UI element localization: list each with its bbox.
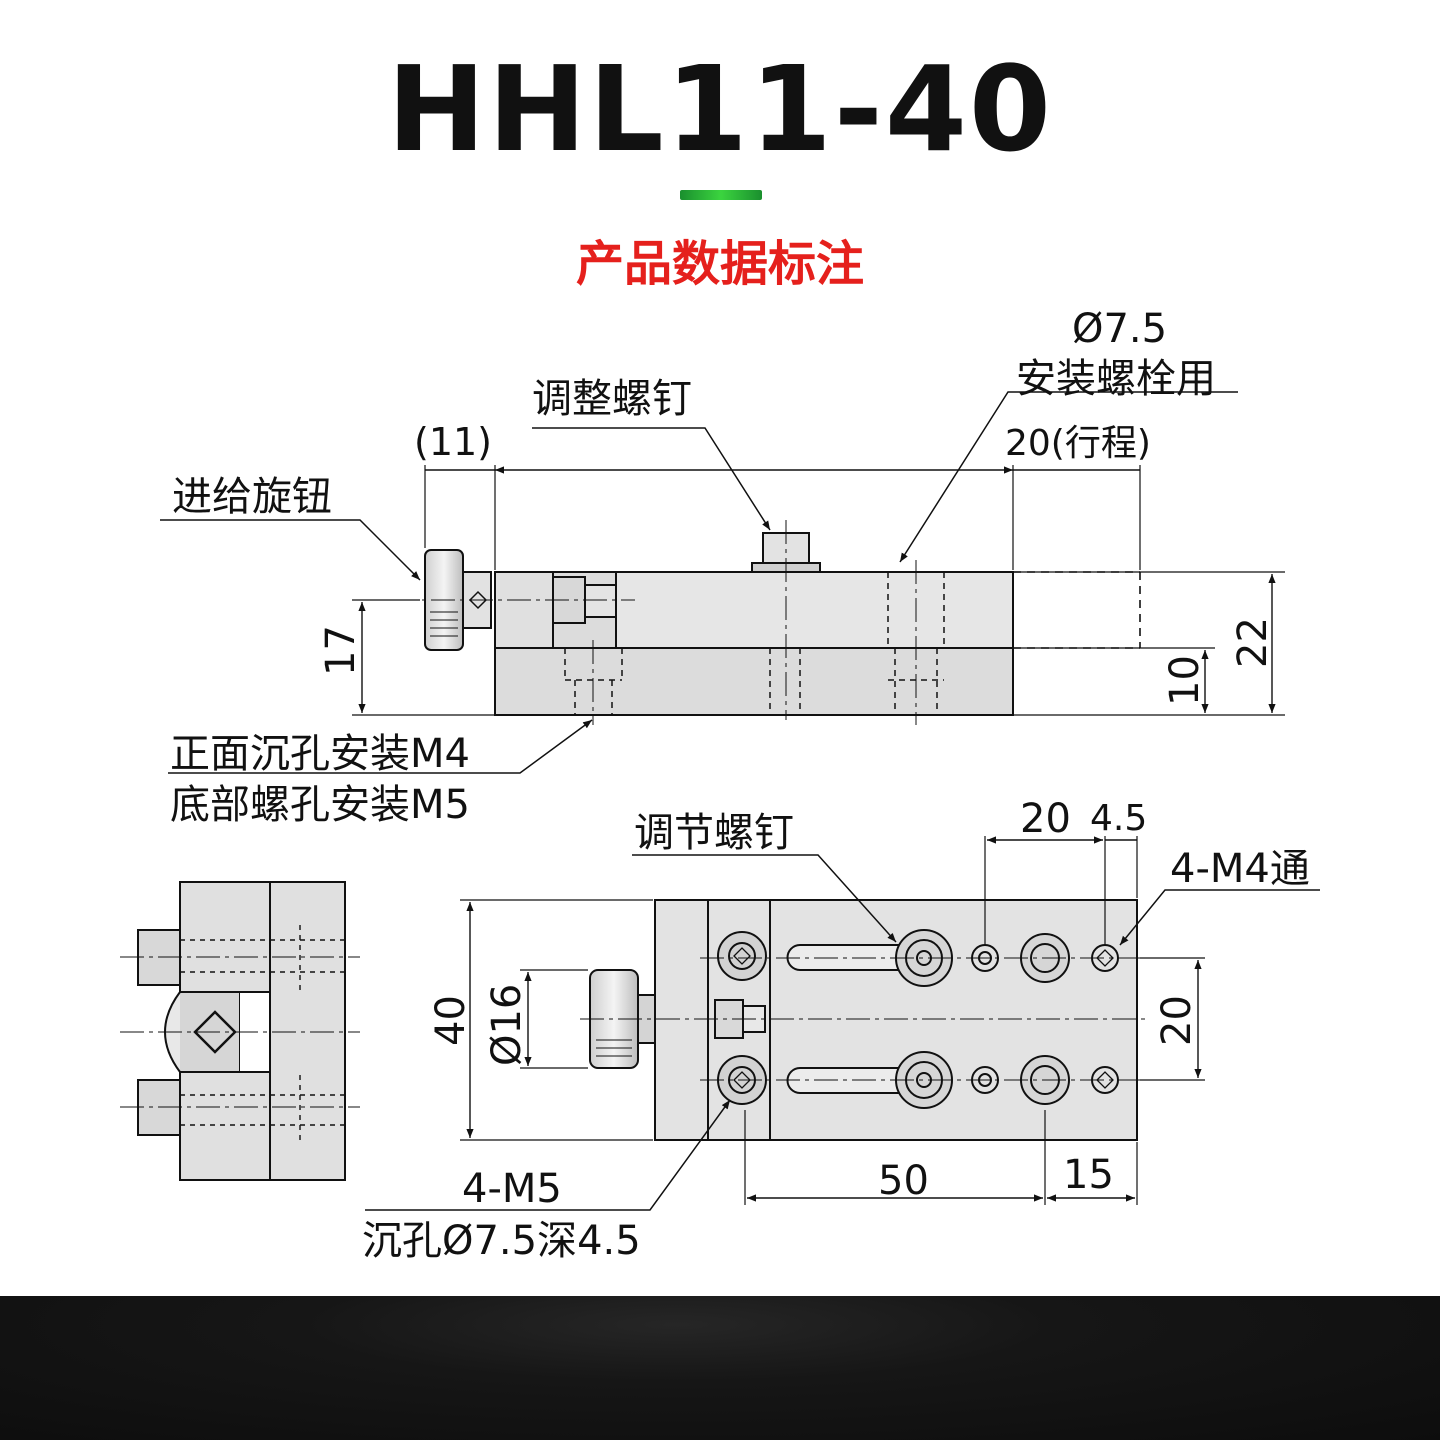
side-feed-knob-label: 进给旋钮 bbox=[172, 474, 332, 520]
thread-label: 4-M4通 bbox=[1170, 846, 1310, 892]
dim-height-22: 22 bbox=[1230, 617, 1276, 668]
dim-right-20: 20 bbox=[1154, 995, 1200, 1046]
side-bracket bbox=[494, 571, 554, 649]
dim-width-40: 40 bbox=[428, 995, 474, 1046]
top-view bbox=[365, 836, 1320, 1211]
side-view bbox=[160, 391, 1285, 774]
side-top-slider bbox=[615, 571, 1014, 649]
counterbore-label-spec: 沉孔Ø7.5深4.5 bbox=[362, 1218, 641, 1264]
page-title: HHL11-40 bbox=[386, 40, 1054, 178]
counterbore-label-qty: 4-M5 bbox=[462, 1166, 562, 1212]
dim-knob-diameter: Ø16 bbox=[484, 984, 530, 1066]
technical-drawing: 调整螺钉 进给旋钮 Ø7.5 安装螺栓用 (11) 20(行程) 17 10 2… bbox=[120, 306, 1320, 1264]
dim-stroke: 20(行程) bbox=[1005, 423, 1151, 464]
top-adjust-screw-label: 调节螺钉 bbox=[634, 810, 794, 856]
dim-length-50: 50 bbox=[878, 1158, 929, 1204]
page-subtitle: 产品数据标注 bbox=[575, 236, 864, 292]
side-adjust-screw-label: 调整螺钉 bbox=[532, 376, 692, 422]
dim-top-20: 20 bbox=[1020, 796, 1071, 842]
dim-height-10: 10 bbox=[1162, 655, 1208, 706]
dim-length-15: 15 bbox=[1063, 1152, 1114, 1198]
dim-top-4-5: 4.5 bbox=[1090, 798, 1147, 839]
mount-front-label: 正面沉孔安装M4 bbox=[170, 731, 470, 777]
end-view bbox=[120, 881, 360, 1181]
bottom-dark-strip bbox=[0, 1296, 1440, 1440]
mount-bottom-label: 底部螺孔安装M5 bbox=[170, 782, 470, 828]
accent-bar bbox=[680, 190, 762, 200]
side-hole-diameter-label: Ø7.5 bbox=[1072, 306, 1167, 352]
dim-knob-offset: (11) bbox=[414, 420, 492, 464]
dim-height-17: 17 bbox=[318, 625, 364, 676]
side-hole-use-label: 安装螺栓用 bbox=[1016, 356, 1216, 402]
